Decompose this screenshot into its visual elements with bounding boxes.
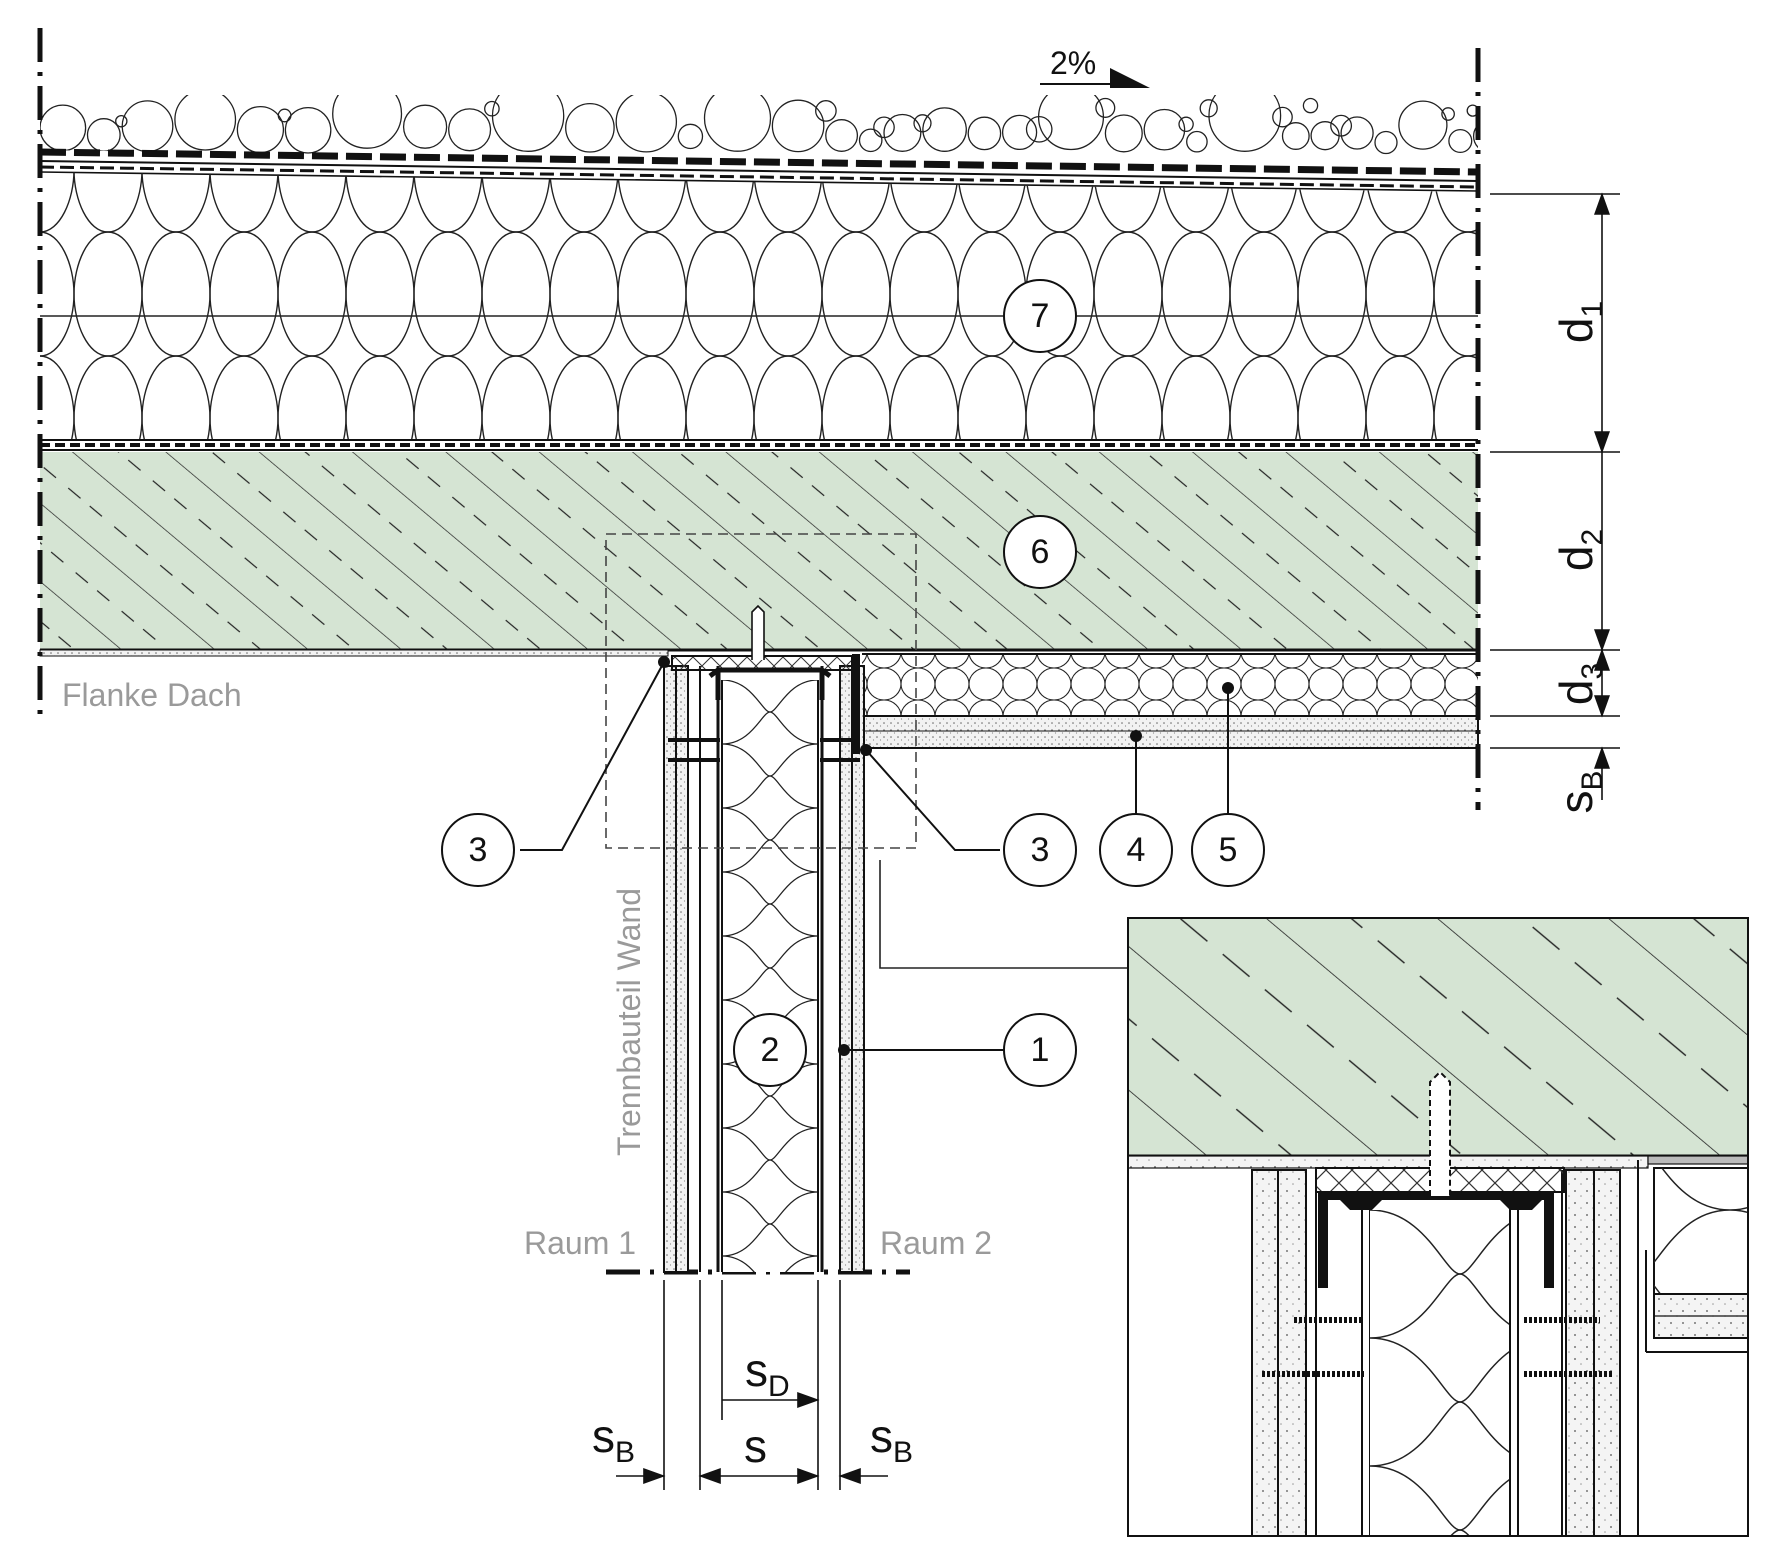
dowel-icon: [751, 604, 765, 660]
marker-2-label: 2: [761, 1031, 780, 1069]
room-2-label: Raum 2: [880, 1225, 992, 1261]
svg-text:d2: d2: [1550, 529, 1609, 571]
bottom-dimension-lines: [616, 1280, 888, 1490]
leader-dots: [658, 656, 1234, 1056]
dim-d3-base: d: [1550, 680, 1602, 706]
marker-5-label: 5: [1219, 831, 1238, 869]
dim-sB-wall-right-base: s: [870, 1410, 893, 1462]
marker-3-right-label: 3: [1031, 831, 1050, 869]
marker-1-label: 1: [1031, 1031, 1050, 1069]
insert-screw-icons: [1262, 1317, 1612, 1377]
dim-sB-right-base: s: [1550, 791, 1602, 814]
svg-text:sB: sB: [1550, 770, 1609, 813]
dim-s-base: s: [744, 1420, 767, 1472]
wall-label: Trennbauteil Wand: [611, 888, 647, 1156]
roof-insulation-layer: [40, 172, 1478, 451]
dim-sB-right-sub: B: [1576, 770, 1609, 790]
ceiling-board: [861, 715, 1479, 749]
right-dimension-lines: [1490, 192, 1620, 800]
dim-d2-base: d: [1550, 546, 1602, 572]
dim-s: s: [744, 1420, 767, 1472]
marker-7-label: 7: [1031, 297, 1050, 335]
dim-sB-left: sB: [592, 1410, 635, 1469]
dim-sD-base: s: [745, 1344, 768, 1396]
ceiling-insulation: [862, 653, 1478, 716]
dim-sD: sD: [745, 1344, 790, 1403]
waterproofing-membrane: [39, 148, 1479, 192]
marker-5: 5: [1191, 813, 1265, 887]
slope-indicator: 2%: [1040, 45, 1150, 88]
partition-wall: [663, 604, 865, 1273]
detail-callout-line: [879, 860, 1130, 969]
dim-d1-sub: 1: [1576, 301, 1609, 318]
marker-7: 7: [1003, 279, 1077, 353]
dim-sB-right: sB: [1550, 770, 1609, 813]
marker-1: 1: [1003, 1013, 1077, 1087]
dim-sB-wall-right: sB: [870, 1410, 913, 1469]
marker-3-left: 3: [441, 813, 515, 887]
detail-frame: [605, 533, 917, 849]
svg-text:d1: d1: [1550, 301, 1609, 343]
leader-lines: [520, 661, 1229, 1051]
dim-d3-sub: 3: [1576, 663, 1609, 680]
slope-arrow-icon: [1110, 68, 1150, 88]
dim-d3: d3: [1550, 663, 1609, 705]
flank-label: Flanke Dach: [62, 677, 242, 713]
dim-d2-sub: 2: [1576, 529, 1609, 546]
marker-2: 2: [733, 1013, 807, 1087]
dim-sB-left-sub: B: [615, 1436, 635, 1469]
svg-text:d3: d3: [1550, 663, 1609, 705]
slope-label: 2%: [1050, 45, 1096, 81]
dim-sB-wall-right-sub: B: [893, 1436, 913, 1469]
insert-dowel-icon: [1429, 1070, 1451, 1196]
detail-insert: [1128, 918, 1748, 1536]
marker-3-right: 3: [1003, 813, 1077, 887]
marker-3-left-label: 3: [469, 831, 488, 869]
marker-4-label: 4: [1127, 831, 1146, 869]
dim-sB-left-base: s: [592, 1410, 615, 1462]
detail-insert-border: [1127, 917, 1749, 1537]
room-1-label: Raum 1: [524, 1225, 636, 1261]
marker-4: 4: [1099, 813, 1173, 887]
dim-d2: d2: [1550, 529, 1609, 571]
dim-sD-sub: D: [768, 1370, 790, 1403]
dim-d1: d1: [1550, 301, 1609, 343]
marker-6: 6: [1003, 515, 1077, 589]
marker-6-label: 6: [1031, 533, 1050, 571]
left-ceiling-finish: [39, 649, 669, 657]
dim-d1-base: d: [1550, 318, 1602, 344]
